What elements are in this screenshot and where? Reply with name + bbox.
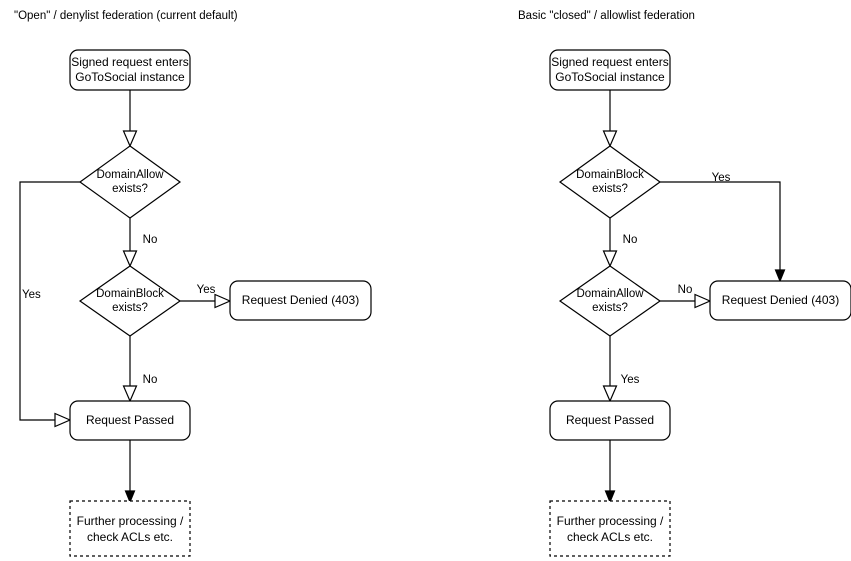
decision1-diamond-shape (558, 145, 662, 219)
further-processing-box-shape (69, 500, 191, 557)
decision1-label-line2: exists? (592, 183, 628, 195)
request-passed-label: Request Passed (566, 413, 654, 427)
decision2-diamond-shape (78, 265, 182, 337)
node-entry-left[interactable]: Signed request enters GoToSocial instanc… (69, 49, 191, 91)
further-processing-label-line1: Further processing / (77, 514, 184, 528)
node-request-denied-left[interactable]: Request Denied (403) (229, 280, 372, 321)
edge-label-decision1-no: No (623, 234, 638, 246)
edge-decision1-yes-left: Yes (19, 181, 80, 428)
edge-decision1-no-right: No (602, 218, 638, 268)
edge-entry-to-decision1-right (602, 90, 618, 148)
edge-decision1-no-left: No (122, 218, 158, 268)
node-decision-domainallow-right[interactable]: DomainAllow exists? (558, 265, 662, 337)
edge-label-decision2-no: No (143, 374, 158, 386)
decision2-label-line2: exists? (592, 302, 628, 314)
node-request-denied-right[interactable]: Request Denied (403) (709, 280, 851, 321)
entry-box-label-line1: Signed request enters (71, 55, 188, 69)
panel-closed-allowlist: Basic "closed" / allowlist federation Si… (518, 10, 851, 557)
edge-label-decision2-yes: Yes (197, 284, 216, 296)
further-processing-box-shape (549, 500, 671, 557)
entry-box-label-line2: GoToSocial instance (75, 70, 185, 84)
decision2-label-line2: exists? (112, 302, 148, 314)
panel-open-denylist: "Open" / denylist federation (current de… (14, 10, 372, 557)
request-denied-label: Request Denied (403) (242, 293, 359, 307)
request-denied-box-shape (229, 280, 372, 321)
decision1-label-line1: DomainBlock (576, 169, 644, 181)
further-processing-label-line2: check ACLs etc. (567, 530, 653, 544)
entry-box-label-line2: GoToSocial instance (555, 70, 665, 84)
entry-box-label-line1: Signed request enters (551, 55, 668, 69)
node-request-passed-right[interactable]: Request Passed (549, 400, 671, 441)
edge-label-decision1-yes: Yes (712, 172, 731, 184)
decision1-label-line1: DomainAllow (96, 169, 164, 181)
edge-decision1-yes-right: Yes (660, 172, 786, 283)
edge-decision2-no-right: No (660, 284, 712, 309)
decision1-label-line2: exists? (112, 183, 148, 195)
node-decision-domainallow-left[interactable]: DomainAllow exists? (78, 145, 182, 219)
edge-passed-to-further-right (604, 440, 616, 504)
node-request-passed-left[interactable]: Request Passed (69, 400, 191, 441)
edge-label-decision2-yes: Yes (621, 374, 640, 386)
panel-title-open-denylist: "Open" / denylist federation (current de… (14, 10, 238, 22)
edge-label-decision1-yes: Yes (22, 289, 41, 301)
node-further-processing-right[interactable]: Further processing / check ACLs etc. (549, 500, 671, 557)
node-entry-right[interactable]: Signed request enters GoToSocial instanc… (549, 49, 671, 91)
decision2-diamond-shape (558, 265, 662, 337)
further-processing-label-line2: check ACLs etc. (87, 530, 173, 544)
request-passed-label: Request Passed (86, 413, 174, 427)
edge-label-decision1-no: No (143, 234, 158, 246)
edge-decision2-yes-left: Yes (180, 284, 232, 309)
node-decision-domainblock-left[interactable]: DomainBlock exists? (78, 265, 182, 337)
request-denied-label: Request Denied (403) (722, 293, 839, 307)
edge-entry-to-decision1-left (122, 90, 138, 148)
edge-label-decision2-no: No (678, 284, 693, 296)
node-decision-domainblock-right[interactable]: DomainBlock exists? (558, 145, 662, 219)
decision1-diamond-shape (78, 145, 182, 219)
edge-passed-to-further-left (124, 440, 136, 504)
panel-title-closed-allowlist: Basic "closed" / allowlist federation (518, 10, 695, 22)
node-further-processing-left[interactable]: Further processing / check ACLs etc. (69, 500, 191, 557)
edge-decision2-no-left: No (122, 336, 158, 403)
request-denied-box-shape (709, 280, 851, 321)
decision2-label-line1: DomainBlock (96, 288, 164, 300)
further-processing-label-line1: Further processing / (557, 514, 664, 528)
decision2-label-line1: DomainAllow (576, 288, 644, 300)
edge-decision2-yes-right: Yes (602, 336, 640, 403)
